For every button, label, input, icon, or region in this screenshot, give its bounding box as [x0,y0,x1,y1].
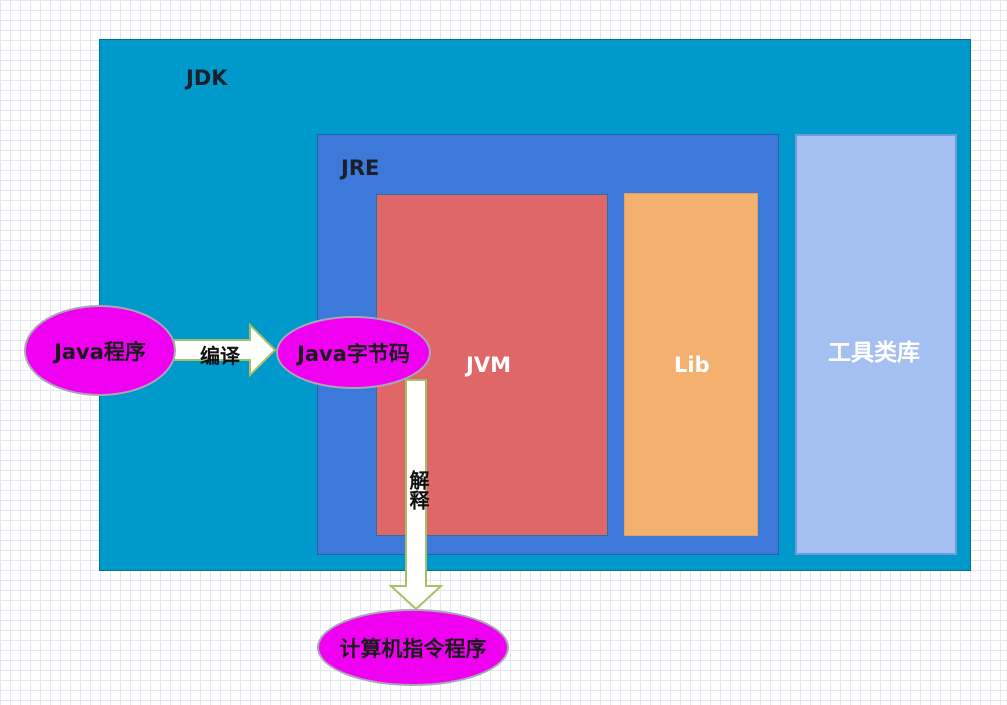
jdk-label: JDK [186,66,228,90]
java-bytecode-label: Java字节码 [297,341,410,366]
lib-label: Lib [674,353,710,377]
jvm-label: JVM [466,353,511,377]
interpret-arrow [388,379,444,611]
compile-arrow [173,322,277,378]
interpret-label: 解释 [406,470,430,510]
tools-library-label: 工具类库 [828,340,920,366]
java-program-label: Java程序 [54,339,146,364]
tools-library-box [795,134,957,555]
java-program-node: Java程序 [24,305,176,396]
java-bytecode-node: Java字节码 [276,316,431,389]
machine-instruction-program-node: 计算机指令程序 [317,609,509,686]
jre-label: JRE [341,156,380,180]
machine-instruction-program-label: 计算机指令程序 [339,636,487,661]
compile-label: 编译 [200,344,240,368]
lib-box [624,193,758,536]
